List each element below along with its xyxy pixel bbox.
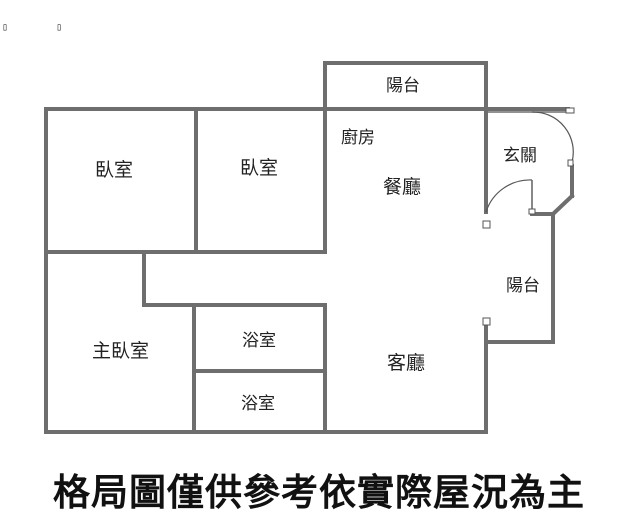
dining-label: 餐廳 xyxy=(383,176,421,198)
top-mark-right: ▯ xyxy=(56,22,63,33)
bathroom-1-label: 浴室 xyxy=(242,331,276,351)
disclaimer-text: 格局圖僅供參考依實際屋況為主 xyxy=(53,471,585,514)
living-label: 客廳 xyxy=(387,352,425,374)
entrance-label: 玄關 xyxy=(503,146,537,166)
top-marks: ▯ ▯ xyxy=(2,22,104,33)
master-bedroom-label: 主臥室 xyxy=(92,340,149,362)
floor-plan: 陽台 臥室 臥室 廚房 餐廳 玄關 陽台 主臥室 浴室 浴室 客廳 xyxy=(44,61,575,434)
bathroom-2-label: 浴室 xyxy=(241,394,275,414)
balcony-right-label: 陽台 xyxy=(506,276,540,296)
walls xyxy=(44,107,575,434)
balcony-top-label: 陽台 xyxy=(386,76,420,96)
balcony-door xyxy=(482,179,536,326)
bedroom-2-label: 臥室 xyxy=(240,157,278,179)
kitchen-label: 廚房 xyxy=(341,127,375,148)
bedroom-1-label: 臥室 xyxy=(95,159,133,181)
entrance-door xyxy=(531,107,575,167)
top-mark-left: ▯ xyxy=(2,22,9,33)
